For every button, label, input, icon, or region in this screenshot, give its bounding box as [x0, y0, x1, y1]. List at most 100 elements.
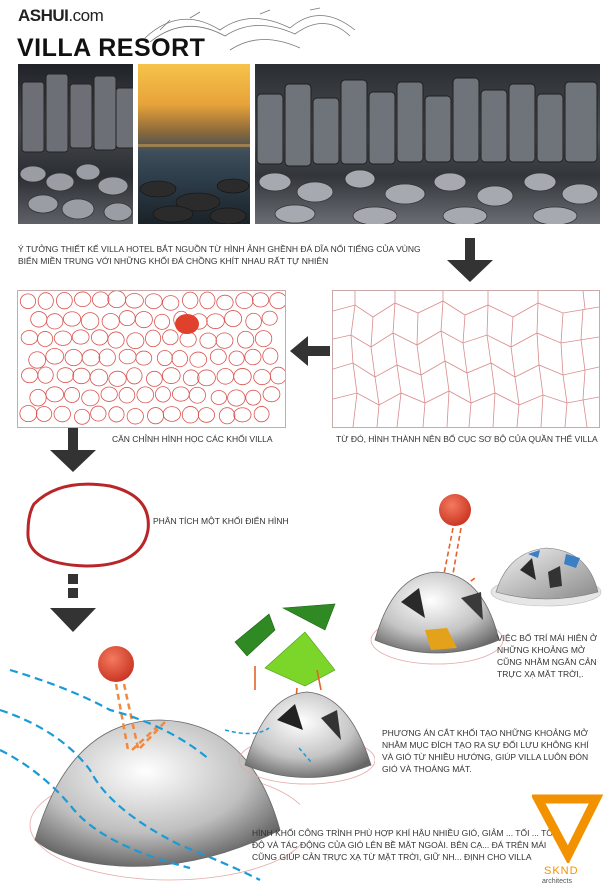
caption-eaves: VIỆC BỐ TRÍ MÁI HIÊN Ở NHỮNG KHOẢNG MỞ C… [497, 633, 598, 679]
cell [134, 311, 153, 329]
cell [101, 313, 120, 330]
cell [182, 291, 199, 309]
rounded-cells-pattern [19, 291, 285, 425]
sun-icon [439, 494, 471, 526]
cell [162, 295, 180, 311]
cell [74, 408, 91, 425]
photo-stone-field [255, 64, 600, 224]
photo-sunset-sea [138, 64, 250, 224]
dome-cut-openings [225, 603, 375, 785]
cell [46, 313, 64, 330]
caption-climate: HÌNH KHỐI CÔNG TRÌNH PHÙ HỢP KHÍ HẬU NHI… [252, 828, 560, 862]
arrow-down-icon [447, 238, 493, 282]
cell [30, 311, 48, 328]
cell [154, 313, 170, 330]
cell [199, 291, 216, 310]
page-title: VILLA RESORT [17, 34, 206, 62]
cell [228, 350, 245, 366]
cell [90, 405, 107, 422]
cell [118, 310, 136, 327]
cell [125, 293, 144, 309]
cell [126, 367, 143, 385]
cell [98, 348, 116, 367]
cell [91, 291, 110, 308]
cell [215, 332, 234, 349]
cell [156, 350, 173, 367]
cell [233, 368, 252, 386]
cell [253, 369, 271, 386]
sun-icon [98, 646, 134, 682]
cell [227, 389, 246, 407]
caption-idea: Ý TƯỞNG THIẾT KẾ VILLA HOTEL BẮT NGUỒN T… [18, 244, 421, 266]
cell [206, 313, 225, 329]
cell [245, 389, 262, 406]
cell [81, 389, 100, 407]
cell [216, 294, 234, 311]
cell [254, 330, 273, 348]
cell [72, 367, 91, 385]
cell [216, 368, 235, 385]
caption-layout: TỪ ĐÓ, HÌNH THÀNH NÊN BỐ CỤC SƠ BỘ CỦA Q… [336, 434, 598, 444]
cell [136, 386, 155, 404]
cell [90, 329, 109, 346]
cell [64, 348, 83, 367]
cell [189, 351, 208, 368]
arrow-down-icon [50, 428, 96, 472]
dome-eaves-sun [370, 494, 504, 665]
cell [71, 329, 90, 345]
cell [21, 367, 39, 384]
cell [233, 407, 252, 423]
arrow-down-icon [50, 574, 96, 632]
cell [35, 406, 53, 422]
panel-voronoi-layout [332, 290, 600, 428]
cell [179, 331, 197, 348]
caption-align-geometry: CĂN CHỈNH HÌNH HỌC CÁC KHỐI VILLA [112, 434, 273, 444]
cell [108, 370, 127, 387]
cell [269, 292, 285, 310]
cell [28, 351, 47, 369]
cell [269, 366, 285, 385]
cell [182, 369, 200, 387]
cell [118, 387, 136, 404]
cell [244, 348, 262, 366]
sknd-logo [532, 794, 604, 863]
cell [224, 310, 243, 328]
cell [147, 407, 164, 425]
cell [107, 331, 125, 349]
cell [245, 312, 262, 331]
villa-render [490, 547, 602, 607]
cell [63, 311, 82, 327]
typical-block-outline [26, 482, 150, 568]
cell [262, 386, 281, 403]
logo: ASHUI.com [18, 6, 104, 26]
cell [197, 407, 215, 423]
cell [162, 329, 179, 346]
cell [135, 350, 153, 366]
cell [253, 406, 270, 423]
cell [53, 405, 71, 423]
cell [218, 407, 236, 425]
cell [262, 347, 279, 365]
cell [209, 348, 227, 365]
highlighted-cell [175, 314, 199, 334]
cell [145, 329, 162, 348]
cell [20, 330, 39, 346]
cell [162, 367, 181, 384]
cell [53, 330, 73, 346]
cell [80, 312, 100, 330]
header-sketch [144, 7, 356, 51]
cell [181, 406, 200, 424]
cell [162, 406, 181, 422]
logo-main: ASHUI [18, 6, 69, 25]
brand-sub: architects [542, 878, 572, 885]
cell [188, 386, 206, 404]
cell [73, 291, 92, 308]
cell [237, 330, 255, 349]
cell [155, 386, 171, 403]
caption-analysis: PHÂN TÍCH MỘT KHỐI ĐIỂN HÌNH [153, 516, 289, 526]
voronoi-pattern [333, 291, 599, 427]
panel-rounded-cells [17, 290, 286, 428]
arrow-left-icon [290, 336, 330, 366]
cell [37, 292, 54, 310]
cell [45, 386, 64, 403]
